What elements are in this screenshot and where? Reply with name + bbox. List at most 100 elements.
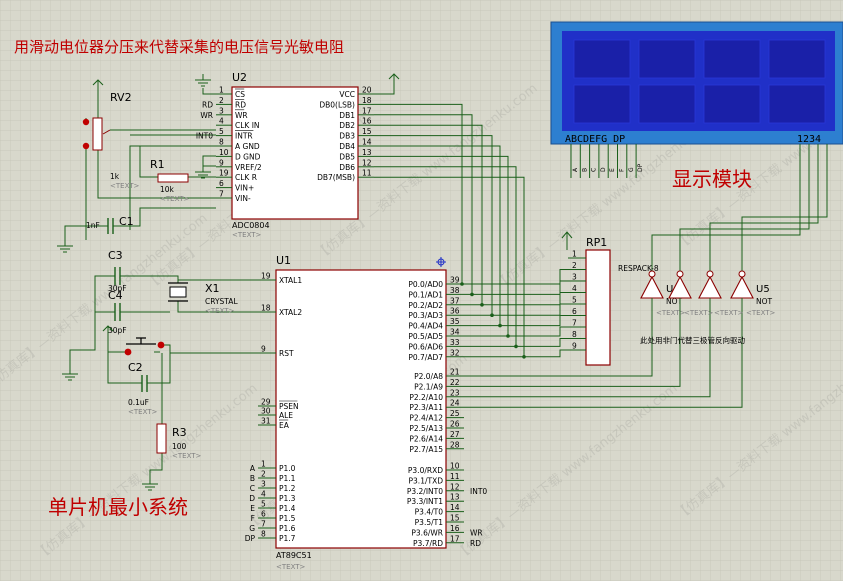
x1-value: CRYSTAL xyxy=(205,297,238,306)
pin-number: 26 xyxy=(450,420,460,429)
pin-label: P1.5 xyxy=(279,514,296,523)
r3-resistor[interactable]: R3 100 <TEXT> xyxy=(156,423,202,460)
pin-number: 10 xyxy=(450,462,460,471)
pin-label: D GND xyxy=(235,152,261,161)
inverter-ref: U5 xyxy=(756,284,770,295)
pin-letter: E xyxy=(609,168,616,172)
pin-number: 3 xyxy=(219,106,224,115)
wire xyxy=(374,166,517,347)
inverter-gate[interactable]: <TEXT> xyxy=(698,270,744,317)
pin-number: 39 xyxy=(450,276,460,285)
ground-symbol xyxy=(195,74,211,87)
pin-label: VREF/2 xyxy=(235,163,262,172)
pin-letter: F xyxy=(619,168,626,172)
wire xyxy=(107,352,142,384)
u2-right-pins: 20VCC18DB0(LSB)17DB116DB215DB314DB413DB5… xyxy=(317,86,374,182)
lcd-digit-cell xyxy=(768,84,826,124)
pin-label: P0.2/AD2 xyxy=(408,301,443,310)
pin-label: P1.0 xyxy=(279,464,296,473)
rp1-power-arrow xyxy=(561,231,573,250)
wire xyxy=(709,160,819,271)
pin-number: 7 xyxy=(572,319,577,328)
rp1-ref: RP1 xyxy=(586,236,607,249)
power-symbol xyxy=(102,325,114,336)
pin-number: 3 xyxy=(572,273,577,282)
pin-label: P2.6/A14 xyxy=(409,434,443,443)
pin-label: P2.2/A10 xyxy=(409,393,443,402)
pin-number: 2 xyxy=(219,96,224,105)
c1-capacitor[interactable]: C1 1nF xyxy=(86,215,134,234)
lcd-digit-cell xyxy=(638,84,696,124)
r1-body xyxy=(157,173,189,183)
wire xyxy=(741,160,828,271)
u1-body xyxy=(275,269,447,549)
pin-label: EA xyxy=(279,421,290,430)
pin-label: P0.3/AD3 xyxy=(408,311,443,320)
inverter-gate[interactable]: <TEXT> xyxy=(668,270,714,317)
pin-label: P2.3/A11 xyxy=(409,403,443,412)
pin-number: 32 xyxy=(450,348,460,357)
net-label: INT0 xyxy=(196,132,213,141)
rv2-wiper xyxy=(102,129,111,135)
wire xyxy=(69,312,96,368)
pin-label: CS xyxy=(235,90,245,99)
lcd-digit-cell xyxy=(703,84,761,124)
pin-letter: DP xyxy=(637,163,644,172)
pin-number: 2 xyxy=(261,470,266,479)
pin-number: 14 xyxy=(362,138,372,147)
rv2-terminal-top xyxy=(82,118,90,126)
pin-label: P3.3/INT1 xyxy=(407,497,443,506)
r1-value: 10k xyxy=(160,185,175,194)
wire xyxy=(177,301,258,313)
pin-number: 6 xyxy=(572,307,577,316)
title-annotation: 用滑动电位器分压来代替采集的电压信号光敏电阻 xyxy=(14,38,344,56)
c4-capacitor[interactable]: C4 30pF xyxy=(108,289,127,335)
pin-number: 31 xyxy=(261,417,271,426)
pin-number: 15 xyxy=(362,127,372,136)
c3-capacitor[interactable]: C3 30pF xyxy=(108,249,127,293)
x1-crystal[interactable]: X1 CRYSTAL <TEXT> xyxy=(168,282,238,315)
wire xyxy=(464,312,653,377)
pin-number: 1 xyxy=(219,86,224,95)
pin-number: 29 xyxy=(261,398,271,407)
pin-label: P3.7/RD xyxy=(413,539,443,548)
pin-number: 16 xyxy=(362,117,372,126)
ground-symbol xyxy=(195,166,211,179)
pin-number: 17 xyxy=(362,106,372,115)
net-label: DP xyxy=(245,534,256,543)
reset-button[interactable] xyxy=(118,337,165,356)
wire xyxy=(374,176,525,358)
net-label: G xyxy=(249,524,255,533)
r3-tag: <TEXT> xyxy=(172,452,202,460)
wire xyxy=(147,353,171,384)
pin-letter: A xyxy=(572,167,579,172)
pin-number: 17 xyxy=(450,534,460,543)
lcd-segment-label: ABCDEFG DP xyxy=(565,134,625,145)
pin-number: 19 xyxy=(261,272,271,281)
r3-value: 100 xyxy=(172,442,187,451)
pin-label: RD xyxy=(235,100,246,109)
c2-capacitor[interactable]: C2 0.1uF <TEXT> xyxy=(128,361,158,416)
pin-label: DB3 xyxy=(339,132,355,141)
wire xyxy=(508,326,568,337)
c2-plates xyxy=(141,375,148,392)
net-label: E xyxy=(250,504,255,513)
pin-number: 12 xyxy=(450,482,460,491)
pin-number: 16 xyxy=(450,524,460,533)
rv2-potentiometer[interactable]: RV2 1k <TEXT> xyxy=(82,91,140,190)
r1-resistor[interactable]: R1 10k <TEXT> xyxy=(150,158,190,203)
pin-label: P3.2/INT0 xyxy=(407,487,443,496)
net-label: WR xyxy=(470,528,483,537)
pin-label: A GND xyxy=(235,142,260,151)
wire xyxy=(374,135,493,316)
pin-label: P1.2 xyxy=(279,484,296,493)
inverter-bubble xyxy=(738,270,746,278)
